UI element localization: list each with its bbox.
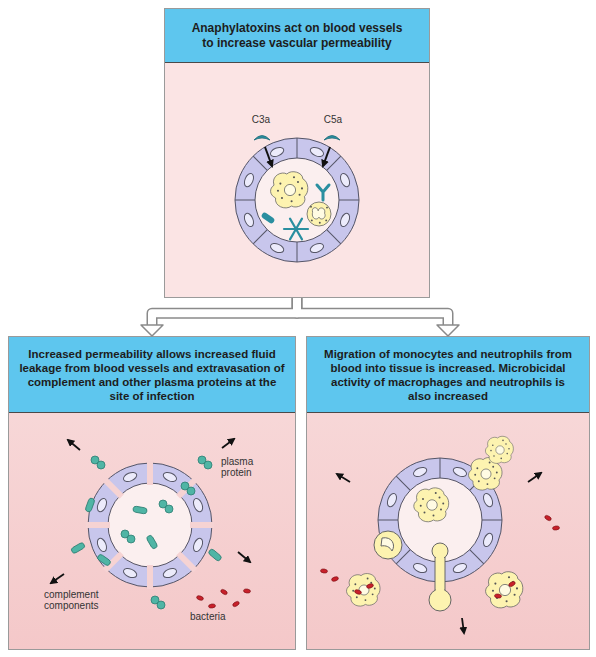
connector-outline [152, 298, 297, 326]
connector-line [152, 298, 297, 326]
part-label: bacteria [190, 611, 240, 622]
split-arrow [297, 298, 459, 336]
part-label: plasma protein [221, 456, 271, 478]
panel-heading: Anaphylatoxins act on blood vessels to i… [165, 9, 429, 63]
part-label: C3a [246, 114, 276, 125]
arrow-head [141, 325, 163, 336]
arrow-head [437, 325, 459, 336]
part-label: C5a [318, 114, 348, 125]
connector-outline [152, 298, 448, 326]
part-label: complement components [44, 589, 120, 611]
panel-heading: Increased permeability allows increased … [9, 337, 295, 413]
split-arrow [141, 298, 297, 336]
connector-line [297, 298, 448, 326]
panel-heading: Migration of monocytes and neutrophils f… [307, 337, 589, 413]
panel-box: Anaphylatoxins act on blood vessels to i… [164, 8, 430, 298]
connector-outline [297, 298, 448, 326]
panel-box: Migration of monocytes and neutrophils f… [306, 336, 590, 650]
